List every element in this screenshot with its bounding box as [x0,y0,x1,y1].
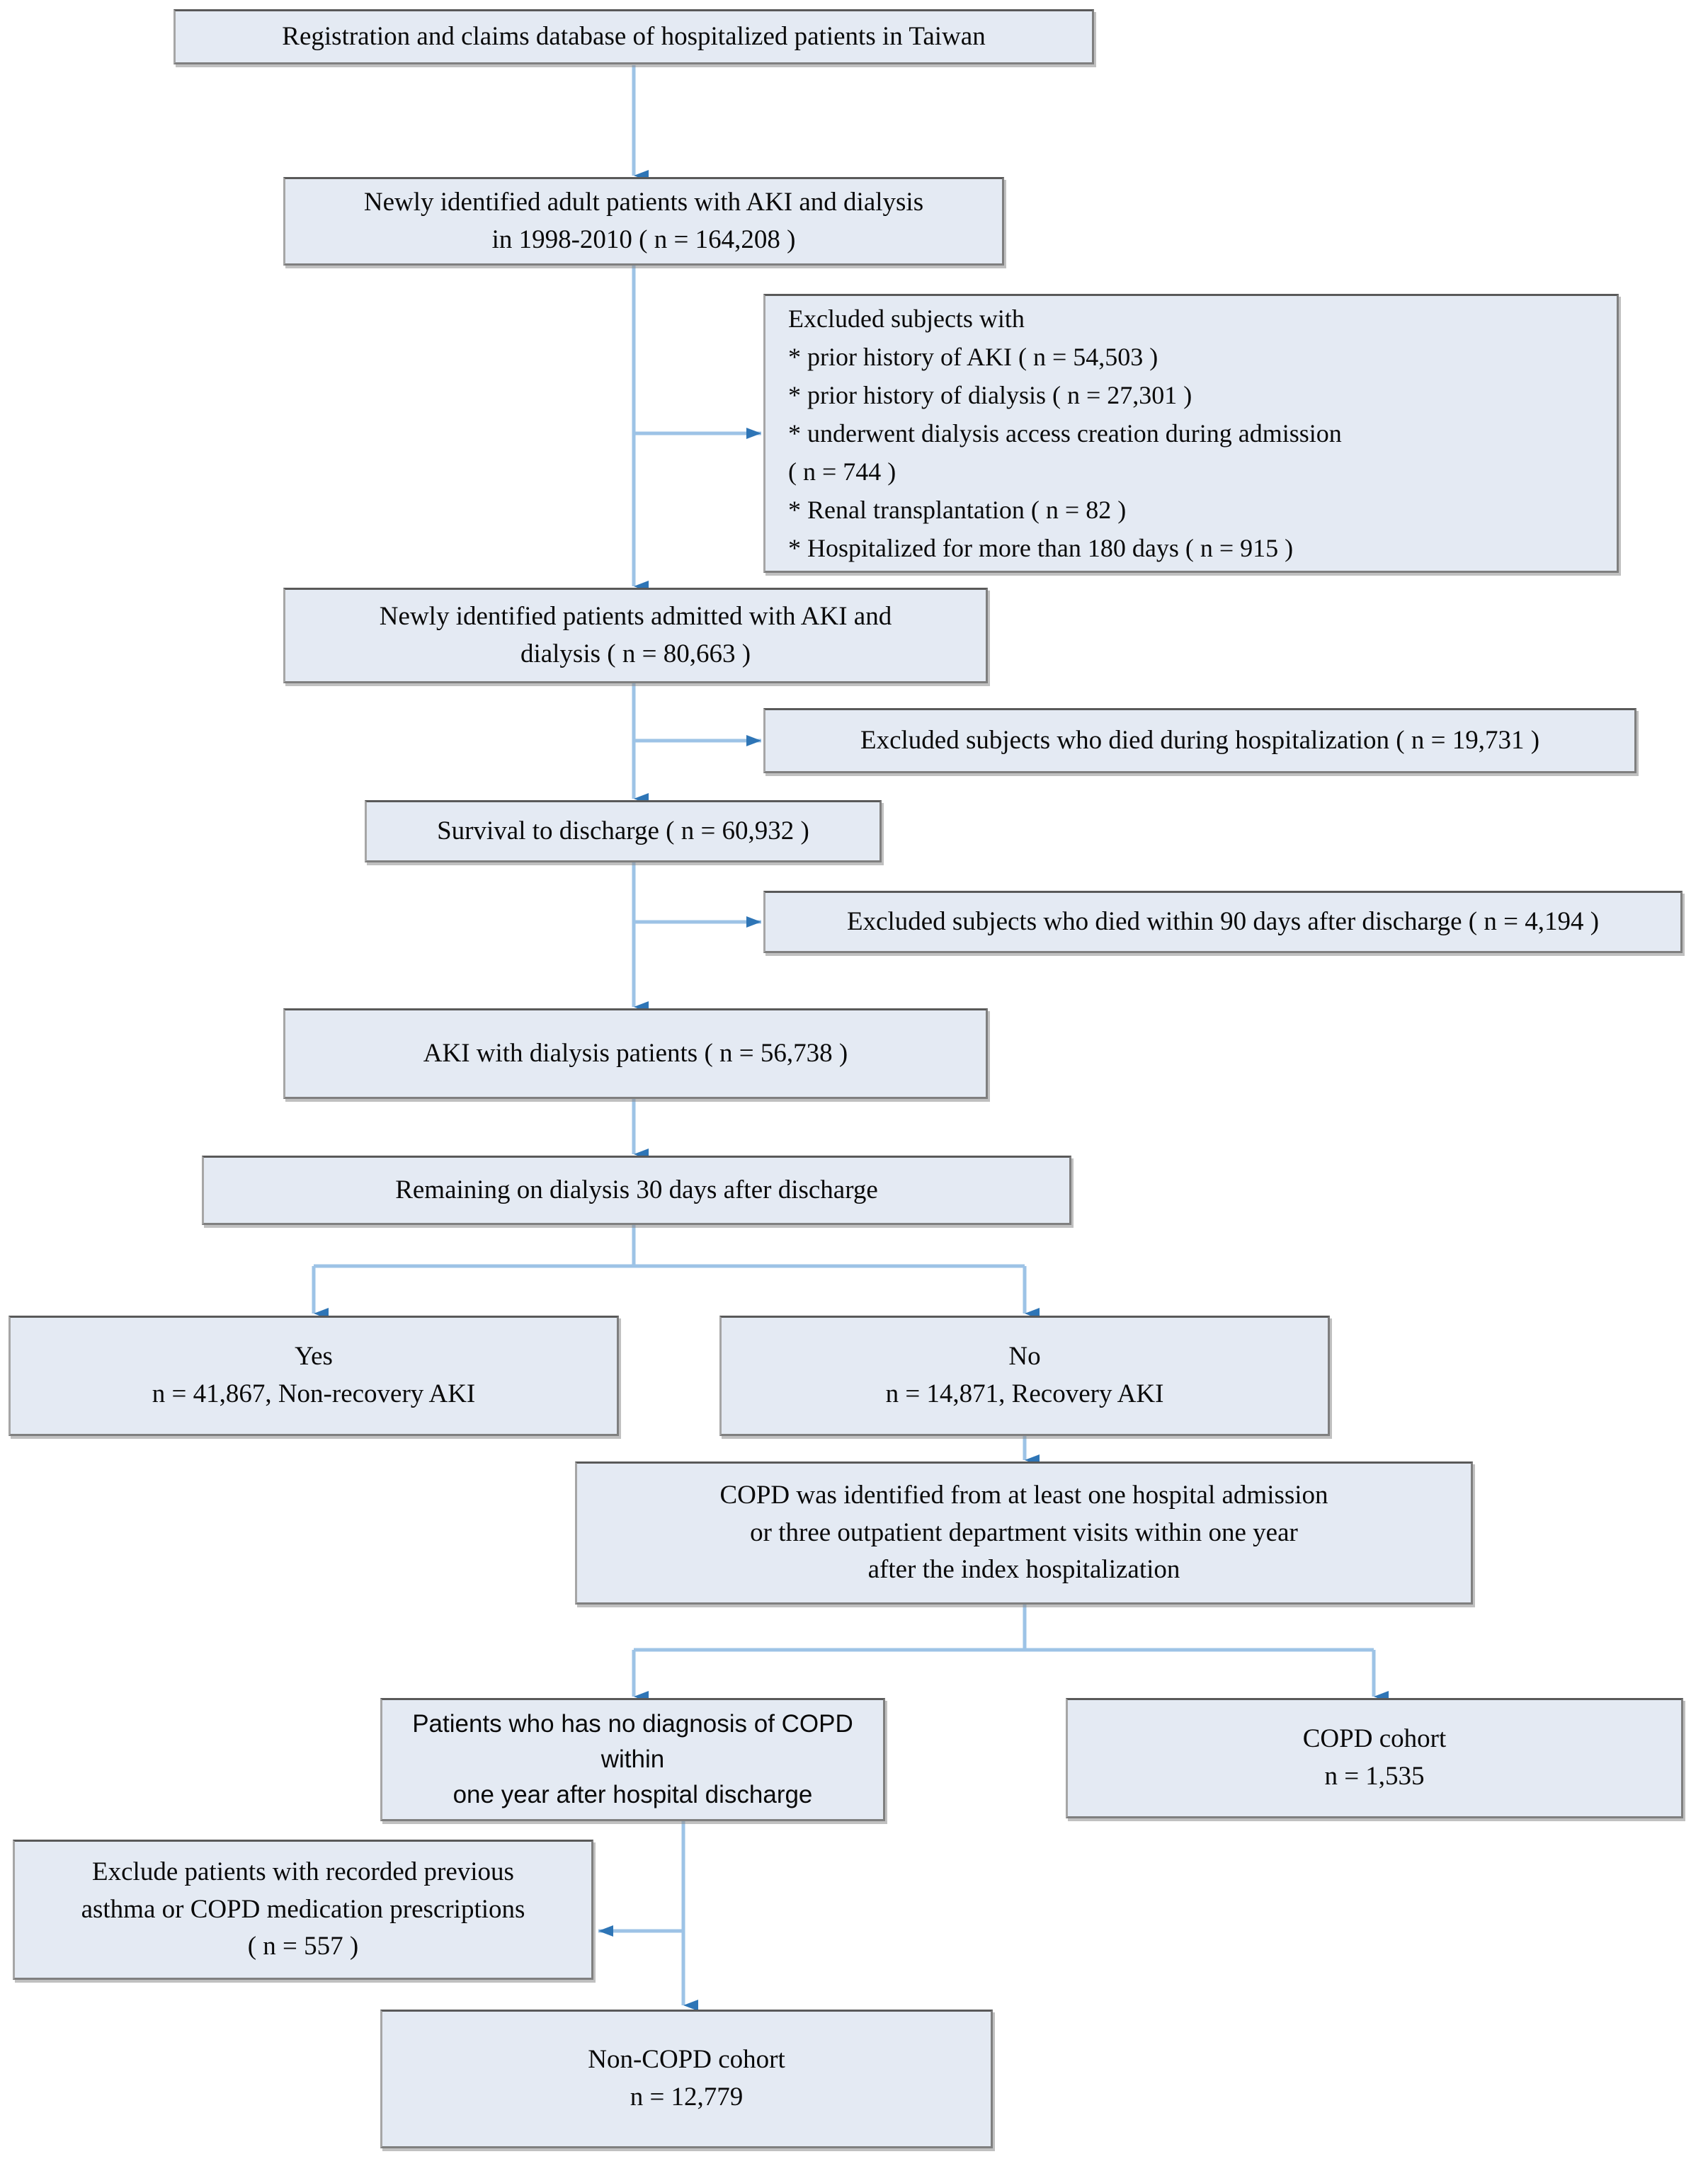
node-branch-yes-non-recovery: Yes n = 41,867, Non-recovery AKI [8,1316,619,1436]
node-non-copd-cohort: Non-COPD cohort n = 12,779 [380,2010,993,2148]
node-excluded-died-90-days-text: Excluded subjects who died within 90 day… [846,906,1600,936]
node-remaining-on-dialysis-text: Remaining on dialysis 30 days after disc… [395,1175,878,1204]
node-excluded-died-90-days: Excluded subjects who died within 90 day… [763,891,1683,953]
node-branch-no-recovery: No n = 14,871, Recovery AKI [719,1316,1330,1436]
node-exclude-asthma-copd-meds-text: Exclude patients with recorded previous … [81,1857,525,1961]
node-source-database-text: Registration and claims database of hosp… [282,21,986,51]
node-newly-identified-admitted: Newly identified patients admitted with … [283,588,988,683]
node-aki-with-dialysis-patients: AKI with dialysis patients ( n = 56,738 … [283,1008,988,1099]
node-copd-cohort-text: COPD cohort n = 1,535 [1302,1724,1447,1791]
node-survival-to-discharge-text: Survival to discharge ( n = 60,932 ) [437,816,809,845]
node-newly-identified-adults: Newly identified adult patients with AKI… [283,177,1004,266]
node-branch-no-recovery-text: No n = 14,871, Recovery AKI [885,1342,1164,1408]
node-exclusion-list-text: Excluded subjects with * prior history o… [788,304,1342,562]
node-remaining-on-dialysis: Remaining on dialysis 30 days after disc… [202,1156,1071,1225]
node-exclude-asthma-copd-meds: Exclude patients with recorded previous … [13,1840,593,1980]
node-exclusion-list: Excluded subjects with * prior history o… [763,294,1619,573]
node-branch-yes-non-recovery-text: Yes n = 41,867, Non-recovery AKI [152,1342,476,1408]
node-copd-cohort: COPD cohort n = 1,535 [1066,1698,1683,1818]
node-copd-definition: COPD was identified from at least one ho… [575,1461,1473,1605]
node-survival-to-discharge: Survival to discharge ( n = 60,932 ) [365,800,882,862]
node-newly-identified-adults-text: Newly identified adult patients with AKI… [363,187,924,254]
node-copd-definition-text: COPD was identified from at least one ho… [719,1481,1328,1585]
node-excluded-died-hospitalization-text: Excluded subjects who died during hospit… [860,725,1540,755]
node-newly-identified-admitted-text: Newly identified patients admitted with … [379,601,892,668]
node-excluded-died-hospitalization: Excluded subjects who died during hospit… [763,708,1636,773]
node-no-copd-diagnosis-text: Patients who has no diagnosis of COPD wi… [412,1710,853,1808]
node-source-database: Registration and claims database of hosp… [173,9,1094,64]
node-aki-with-dialysis-patients-text: AKI with dialysis patients ( n = 56,738 … [423,1038,848,1068]
node-no-copd-diagnosis: Patients who has no diagnosis of COPD wi… [380,1698,885,1821]
node-non-copd-cohort-text: Non-COPD cohort n = 12,779 [588,2045,785,2112]
